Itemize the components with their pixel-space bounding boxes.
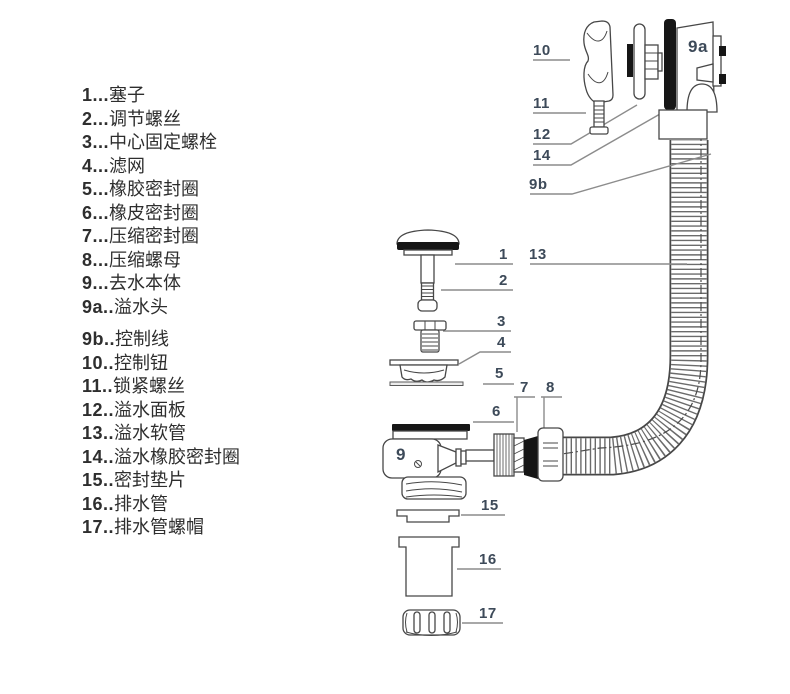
item-number: 13..: [82, 423, 115, 443]
item-name: 调节螺丝: [109, 108, 182, 129]
list-item: 9b..控制线: [82, 328, 240, 352]
part-waste-body: [382, 430, 468, 500]
item-number: 16..: [82, 493, 115, 514]
item-number: 12..: [82, 399, 115, 420]
callout-17: 17: [479, 605, 497, 622]
item-number: 17..: [82, 517, 115, 537]
item-number: 3...: [82, 132, 110, 152]
list-item: 9a..溢水头: [82, 296, 217, 320]
callout-8: 8: [546, 379, 555, 396]
item-number: 9a..: [82, 296, 115, 317]
callout-4: 4: [497, 334, 506, 351]
item-name: 去水本体: [109, 273, 182, 293]
part-pipe-train: [465, 427, 564, 482]
item-name: 密封垫片: [114, 470, 187, 490]
callout-9: 9: [396, 445, 406, 464]
callout-7: 7: [520, 379, 529, 396]
item-name: 控制钮: [114, 352, 169, 373]
callout-13: 13: [529, 246, 547, 263]
item-number: 2...: [82, 108, 110, 129]
item-name: 滤网: [109, 155, 146, 176]
parts-list-group1: 1...塞子 2...调节螺丝 3...中心固定螺栓 4...滤网 5...橡胶…: [82, 84, 217, 319]
item-number: 10..: [82, 352, 115, 373]
list-item: 9...去水本体: [82, 272, 217, 296]
part-drain-pipe: [398, 536, 460, 597]
callout-16: 16: [479, 551, 497, 568]
list-item: 3...中心固定螺栓: [82, 131, 217, 155]
list-item: 5...橡胶密封圈: [82, 178, 217, 202]
part-strainer: [389, 359, 459, 383]
list-item: 2...调节螺丝: [82, 108, 217, 132]
callout-2: 2: [499, 272, 508, 289]
item-name: 压缩密封圈: [109, 226, 200, 246]
parts-list-group2: 9b..控制线 10..控制钮 11..锁紧螺丝 12..溢水面板 13..溢水…: [82, 328, 240, 540]
part-compression-seal: [524, 436, 538, 479]
part-compression-nut: [537, 427, 564, 482]
callout-14: 14: [533, 147, 551, 164]
list-item: 7...压缩密封圈: [82, 225, 217, 249]
item-name: 橡皮密封圈: [109, 202, 200, 223]
list-item: 11..锁紧螺丝: [82, 375, 240, 399]
callout-11: 11: [533, 95, 550, 112]
callout-15: 15: [481, 497, 499, 514]
list-item: 8...压缩螺母: [82, 249, 217, 273]
callout-9a: 9a: [688, 37, 708, 56]
part-plug: [396, 229, 460, 312]
item-number: 14..: [82, 446, 115, 467]
item-number: 9...: [82, 273, 110, 293]
item-name: 排水管: [114, 493, 169, 514]
list-item: 6...橡皮密封圈: [82, 202, 217, 226]
list-item: 13..溢水软管: [82, 422, 240, 446]
item-number: 8...: [82, 249, 110, 270]
item-number: 7...: [82, 226, 110, 246]
item-name: 压缩螺母: [109, 249, 182, 270]
item-name: 排水管螺帽: [114, 517, 205, 537]
part-drain-pipe-nut: [402, 609, 461, 636]
callout-6: 6: [492, 403, 501, 420]
list-item: 17..排水管螺帽: [82, 516, 240, 540]
item-name: 中心固定螺栓: [109, 132, 218, 152]
callout-3: 3: [497, 313, 506, 330]
part-center-bolt: [413, 320, 447, 353]
part-overflow-gasket: [664, 19, 676, 110]
item-number: 1...: [82, 85, 110, 105]
part-seal-6: [392, 424, 470, 431]
item-number: 4...: [82, 155, 110, 176]
part-overflow-assembly: [583, 19, 726, 140]
item-number: 5...: [82, 179, 110, 199]
part-face-plate-seal: [627, 44, 633, 77]
callout-9b: 9b: [529, 176, 548, 193]
callout-leader-lines: [441, 59, 712, 624]
list-item: 4...滤网: [82, 155, 217, 179]
item-name: 溢水面板: [114, 399, 187, 420]
item-name: 橡胶密封圈: [109, 179, 200, 199]
list-item: 15..密封垫片: [82, 469, 240, 493]
item-number: 9b..: [82, 329, 116, 349]
list-item: 1...塞子: [82, 84, 217, 108]
part-seal-ring-5: [389, 381, 464, 386]
callout-1: 1: [499, 246, 508, 263]
part-control-line: [445, 103, 702, 455]
item-name: 控制线: [115, 329, 170, 349]
item-number: 6...: [82, 202, 110, 223]
callout-5: 5: [495, 365, 504, 382]
item-name: 塞子: [109, 85, 146, 105]
item-name: 锁紧螺丝: [113, 376, 186, 396]
list-item: 16..排水管: [82, 493, 240, 517]
item-name: 溢水头: [114, 296, 169, 317]
item-name: 溢水橡胶密封圈: [114, 446, 241, 467]
part-control-knob: [583, 20, 614, 104]
callout-12: 12: [533, 126, 551, 143]
item-number: 15..: [82, 470, 115, 490]
item-name: 溢水软管: [114, 423, 187, 443]
list-item: 10..控制钮: [82, 352, 240, 376]
callout-10: 10: [533, 42, 551, 59]
part-face-plate: [633, 23, 646, 100]
part-seal-washer: [396, 509, 460, 523]
item-number: 11..: [82, 376, 114, 396]
list-item: 14..溢水橡胶密封圈: [82, 446, 240, 470]
list-item: 12..溢水面板: [82, 399, 240, 423]
part-overflow-hose: [561, 140, 709, 476]
